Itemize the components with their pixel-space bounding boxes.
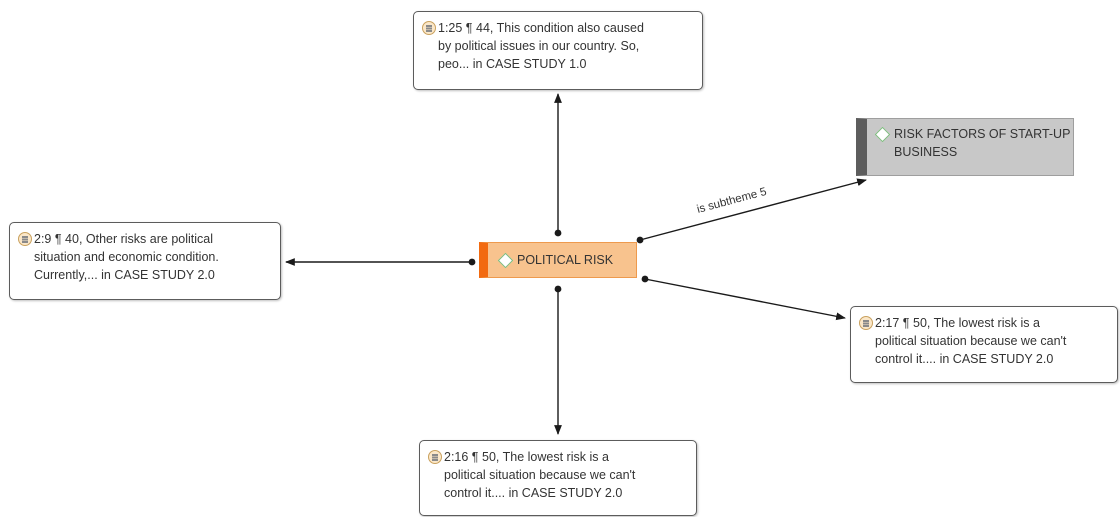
quotation-icon [422,21,436,35]
quote-line: political situation because we can't [875,334,1067,348]
quote-line: 2:9 ¶ 40, Other risks are political [34,232,214,246]
link-endpoint [468,258,476,266]
link-endpoint [636,236,644,244]
code-diamond-icon [497,252,514,268]
quotation-node-right[interactable]: 2:17 ¶ 50, The lowest risk is a politica… [850,306,1118,383]
link-endpoint [554,229,562,237]
code-node-political-risk[interactable]: POLITICAL RISK [479,242,637,278]
link-is-subtheme[interactable] [639,178,867,241]
quote-line: 1:25 ¶ 44, This condition also caused [438,21,644,35]
quotation-node-top[interactable]: 1:25 ¶ 44, This condition also caused by… [413,11,703,90]
quotation-node-bottom[interactable]: 2:16 ¶ 50, The lowest risk is a politica… [419,440,697,516]
quotation-icon [859,316,873,330]
code-label: POLITICAL RISK [517,253,614,267]
link-to-right-quote[interactable] [644,278,846,321]
quote-line: peo... in CASE STUDY 1.0 [438,57,587,71]
quote-line: 2:17 ¶ 50, The lowest risk is a [875,316,1040,330]
quotation-node-left[interactable]: 2:9 ¶ 40, Other risks are political situ… [9,222,281,300]
quotation-icon [428,450,442,464]
quote-line: situation and economic condition. [34,250,219,264]
link-label-subtheme: is subtheme 5 [696,186,768,216]
quote-line: political situation because we can't [444,468,636,482]
quote-line: Currently,... in CASE STUDY 2.0 [34,268,215,282]
quote-line: by political issues in our country. So, [438,39,640,53]
code-label-line: BUSINESS [894,145,958,159]
quotation-icon [18,232,32,246]
quote-line: 2:16 ¶ 50, The lowest risk is a [444,450,609,464]
quote-line: control it.... in CASE STUDY 2.0 [875,352,1054,366]
code-diamond-icon [874,126,891,143]
quote-line: control it.... in CASE STUDY 2.0 [444,486,623,500]
code-label-line: RISK FACTORS OF START-UP [894,127,1071,141]
link-endpoint [641,275,649,283]
code-node-risk-factors[interactable]: RISK FACTORS OF START-UP BUSINESS [856,118,1074,176]
link-endpoint [554,285,562,293]
